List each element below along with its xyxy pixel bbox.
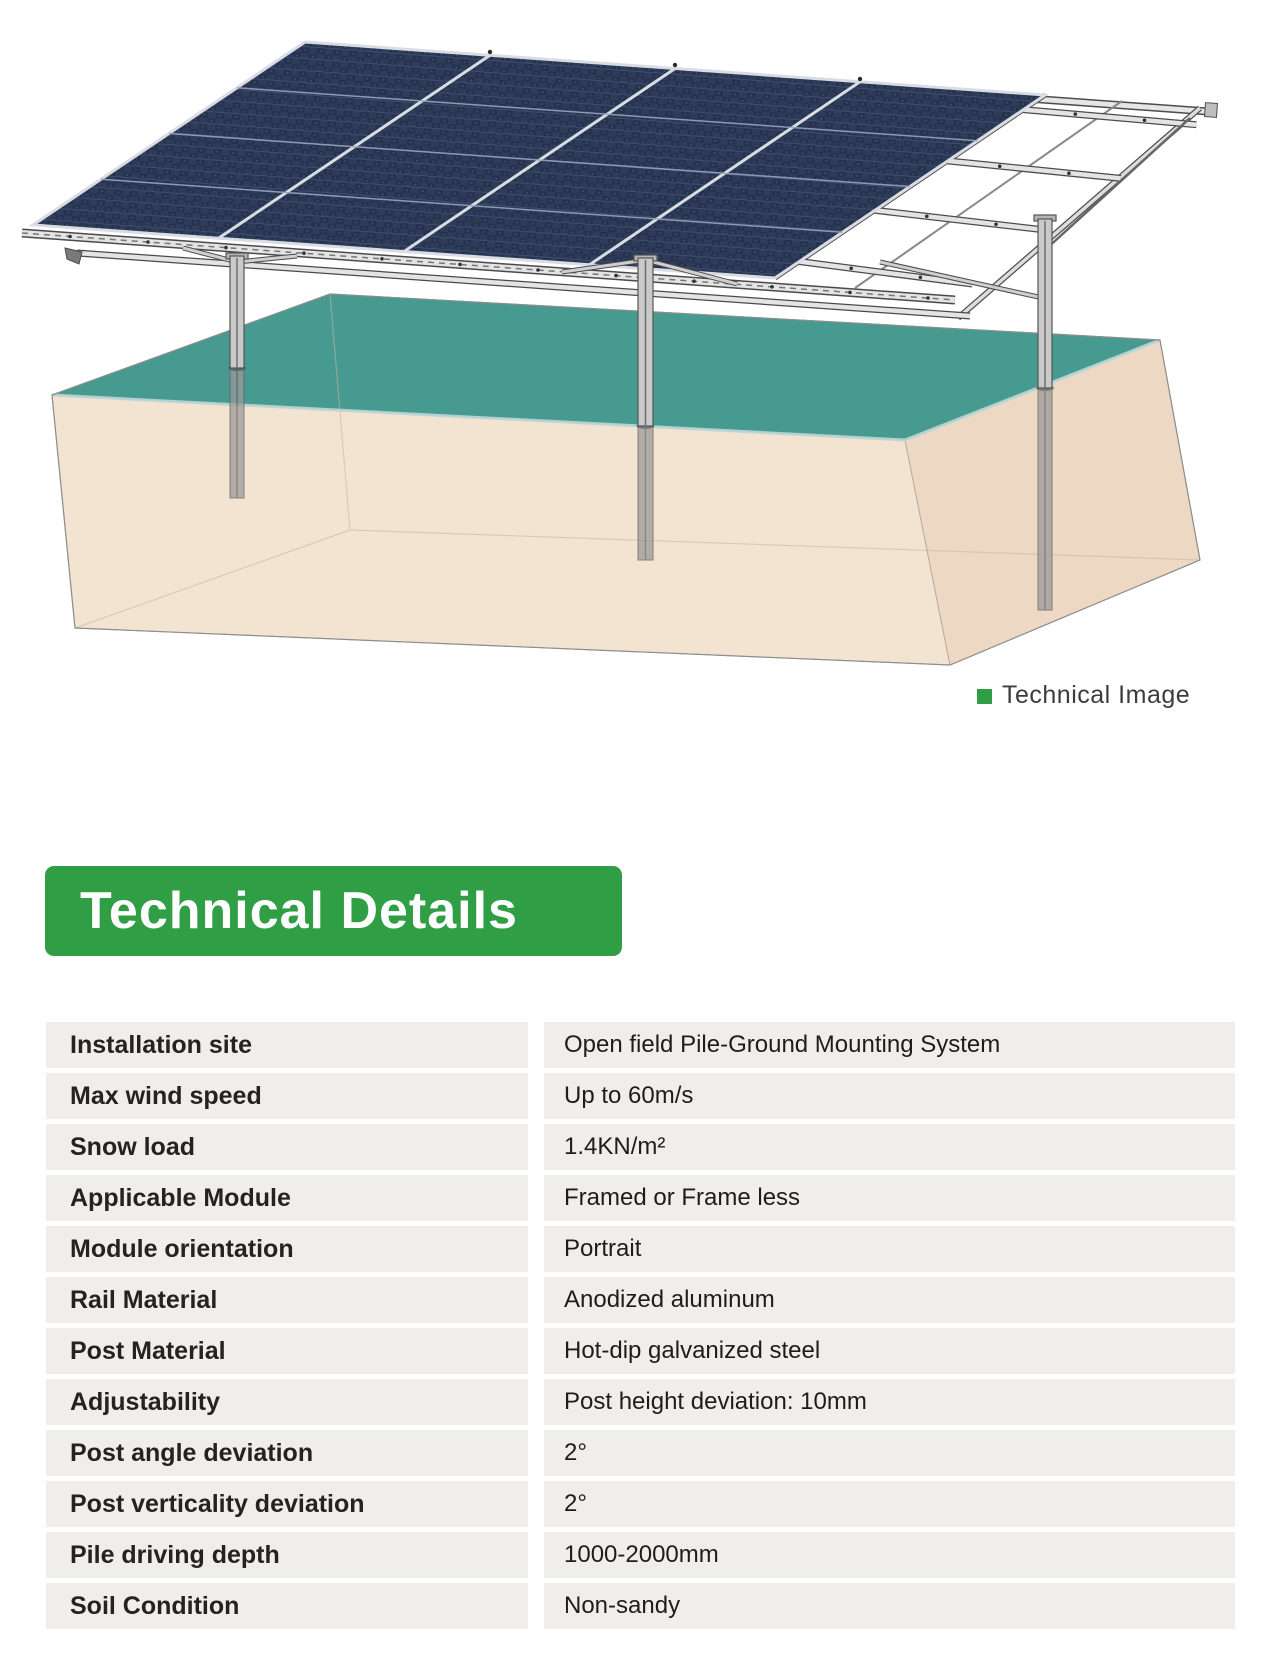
spec-label: Post angle deviation (46, 1430, 528, 1476)
table-row: Pile driving depth 1000-2000mm (46, 1532, 1235, 1578)
spec-label: Installation site (46, 1022, 528, 1068)
technical-illustration (0, 0, 1280, 700)
table-row: Max wind speed Up to 60m/s (46, 1073, 1235, 1119)
table-row: Adjustability Post height deviation: 10m… (46, 1379, 1235, 1425)
spec-label: Snow load (46, 1124, 528, 1170)
spec-label: Post Material (46, 1328, 528, 1374)
spec-value: Open field Pile-Ground Mounting System (544, 1022, 1235, 1068)
spec-label: Module orientation (46, 1226, 528, 1272)
spec-value: Up to 60m/s (544, 1073, 1235, 1119)
front-rails (21, 228, 971, 320)
spec-value: Framed or Frame less (544, 1175, 1235, 1221)
spec-label: Soil Condition (46, 1583, 528, 1629)
legend-square-icon (977, 689, 992, 704)
spec-value: Non-sandy (544, 1583, 1235, 1629)
spec-value: Post height deviation: 10mm (544, 1379, 1235, 1425)
table-row: Soil Condition Non-sandy (46, 1583, 1235, 1629)
section-title: Technical Details (80, 882, 518, 940)
spec-value: 1000-2000mm (544, 1532, 1235, 1578)
table-row: Post angle deviation 2° (46, 1430, 1235, 1476)
ground-block (51, 293, 1201, 666)
spec-value: 1.4KN/m² (544, 1124, 1235, 1170)
spec-label: Applicable Module (46, 1175, 528, 1221)
table-row: Module orientation Portrait (46, 1226, 1235, 1272)
table-row: Installation site Open field Pile-Ground… (46, 1022, 1235, 1068)
spec-label: Rail Material (46, 1277, 528, 1323)
pile-ground-mounting-drawing (21, 40, 1219, 666)
table-row: Rail Material Anodized aluminum (46, 1277, 1235, 1323)
spec-label: Max wind speed (46, 1073, 528, 1119)
table-row: Post verticality deviation 2° (46, 1481, 1235, 1527)
table-row: Applicable Module Framed or Frame less (46, 1175, 1235, 1221)
spec-value: Portrait (544, 1226, 1235, 1272)
figure-caption-label: Technical Image (1002, 681, 1191, 709)
spec-label: Adjustability (46, 1379, 528, 1425)
spec-label: Post verticality deviation (46, 1481, 528, 1527)
spec-label: Pile driving depth (46, 1532, 528, 1578)
figure-caption: Technical Image (977, 681, 1190, 710)
solar-panel-array (28, 40, 1050, 280)
spec-value: Hot-dip galvanized steel (544, 1328, 1235, 1374)
support-braces (182, 117, 1191, 301)
table-row: Snow load 1.4KN/m² (46, 1124, 1235, 1170)
spec-value: 2° (544, 1481, 1235, 1527)
ground-posts (225, 214, 1057, 427)
table-row: Post Material Hot-dip galvanized steel (46, 1328, 1235, 1374)
spec-value: Anodized aluminum (544, 1277, 1235, 1323)
spec-value: 2° (544, 1430, 1235, 1476)
purlins (798, 106, 1197, 288)
section-banner: Technical Details (45, 866, 622, 956)
spec-table: Installation site Open field Pile-Ground… (46, 1022, 1235, 1634)
